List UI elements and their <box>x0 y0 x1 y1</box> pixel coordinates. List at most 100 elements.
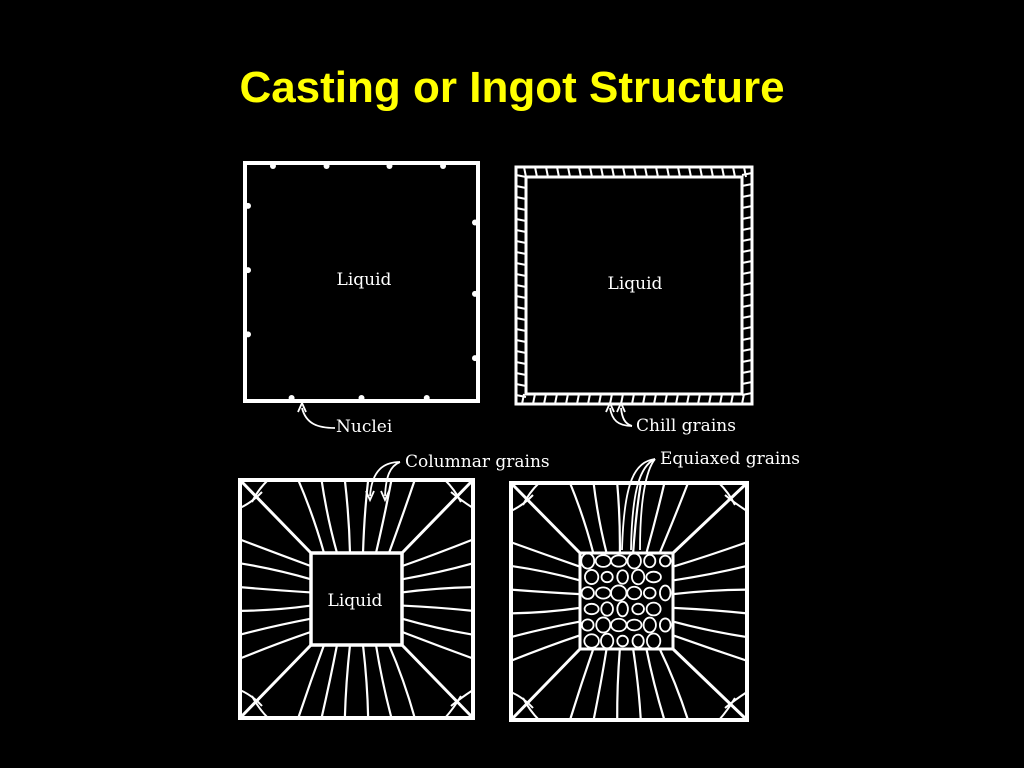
chill-grain-boundary <box>642 393 646 405</box>
chill-grain-boundary <box>741 392 753 396</box>
chill-grain-boundary <box>697 393 701 405</box>
corner-diagonal <box>671 481 749 555</box>
chill-grain-boundary <box>741 183 753 187</box>
chill-grain-boundary <box>622 166 626 178</box>
chill-grain-boundary <box>554 393 558 405</box>
equiaxed-grain <box>584 569 600 585</box>
equiaxed-grain <box>616 569 629 585</box>
chill-grains-label: Chill grains <box>636 416 736 436</box>
equiaxed-grain <box>658 554 672 568</box>
nucleus <box>472 219 478 226</box>
chill-grain-boundary <box>741 260 753 264</box>
chill-grain-boundary <box>664 393 668 405</box>
chill-grain-boundary <box>515 284 527 288</box>
equiaxed-grains-label: Equiaxed grains <box>660 449 800 469</box>
columnar-grain-boundary <box>645 482 666 554</box>
chill-grain-boundary <box>515 185 527 189</box>
equiaxed-callout-arrow-2 <box>630 458 656 551</box>
equiaxed-grain <box>616 600 629 618</box>
chill-grain-boundary <box>515 174 527 178</box>
chill-grain-boundary <box>686 393 690 405</box>
columnar-grain-boundary <box>616 648 621 721</box>
chill-grain-boundary <box>741 216 753 220</box>
chill-grain-boundary <box>688 166 692 178</box>
chill-grain-boundary <box>741 282 753 286</box>
chill-grain-boundary <box>578 166 582 178</box>
chill-grain-boundary <box>611 166 615 178</box>
chill-grain-boundary <box>515 262 527 266</box>
columnar-grain-boundary <box>239 617 312 636</box>
columnar-grain-boundary <box>510 541 581 568</box>
columnar-grain-boundary <box>239 630 312 660</box>
branch-boundary <box>239 689 263 707</box>
chill-grain-boundary <box>576 393 580 405</box>
chill-grain-boundary <box>545 166 549 178</box>
columnar-grain-boundary <box>632 482 642 554</box>
columnar-grain-boundary <box>672 620 748 639</box>
chill-grain-boundary <box>743 166 747 178</box>
chill-grain-boundary <box>515 361 527 365</box>
columnar-grain-boundary <box>510 588 581 596</box>
chill-grain-boundary <box>730 393 734 405</box>
branch-boundary <box>724 691 748 709</box>
equiaxed-grain <box>580 586 595 600</box>
chill-grain-boundary <box>631 393 635 405</box>
chill-grain-boundary <box>741 172 753 176</box>
equiaxed-grain <box>610 584 628 602</box>
chill-grain-boundary <box>719 393 723 405</box>
equiaxed-grain <box>610 554 628 568</box>
columnar-grain-boundary <box>374 644 393 719</box>
equiaxed-grain <box>642 616 657 634</box>
chill-grain-boundary <box>515 328 527 332</box>
nuclei-arrowhead <box>297 400 307 413</box>
nucleus <box>472 290 478 297</box>
nuclei-callout-arrow <box>301 407 336 429</box>
columnar-grain-boundary <box>658 482 690 554</box>
columnar-grain-boundary <box>239 604 312 612</box>
columnar-grain-boundary <box>297 479 326 554</box>
equiaxed-grain <box>595 586 612 600</box>
columnar-grain-boundary <box>510 564 581 582</box>
equiaxed-grain <box>631 602 645 616</box>
nucleus <box>245 331 251 338</box>
panel-chill: Liquid Chill grains <box>514 165 754 436</box>
chill-grain-boundary <box>666 166 670 178</box>
mold-outline <box>509 481 749 722</box>
branch-boundary <box>450 689 474 707</box>
chill-grain-boundary <box>741 249 753 253</box>
columnar-grain-boundary <box>658 648 690 721</box>
columnar-grain-boundary <box>510 606 581 615</box>
columnar-callout-arrow-1 <box>369 461 401 497</box>
columnar-grains-label: Columnar grains <box>405 452 550 472</box>
columnar-grain-boundary <box>387 644 416 719</box>
chill-grain-boundary <box>741 271 753 275</box>
chill-grain-boundary <box>633 166 637 178</box>
equiaxed-grain <box>600 601 614 617</box>
columnar-callout-arrow-2 <box>384 461 401 497</box>
liquid-label-3: Liquid <box>328 591 383 611</box>
equiaxed-grain <box>659 584 672 602</box>
chill-grain-boundary <box>598 393 602 405</box>
equiaxed-grain <box>616 634 629 648</box>
equiaxed-callout-arrow-1 <box>621 458 656 551</box>
chill-grain-boundary <box>699 166 703 178</box>
columnar-grain-boundary <box>401 604 474 612</box>
chill-grain-boundary <box>515 339 527 343</box>
chill-grain-boundary <box>741 227 753 231</box>
nucleus <box>423 395 430 401</box>
chill-grain-boundary <box>543 393 547 405</box>
equiaxed-grain <box>631 633 645 649</box>
chill-grain-boundary <box>741 359 753 363</box>
chill-grain-boundary <box>721 166 725 178</box>
chill-grain-boundary <box>515 394 527 398</box>
equiaxed-grain <box>583 602 600 616</box>
nuclei-dots <box>245 163 478 401</box>
equiaxed-grain <box>658 617 672 633</box>
columnar-grain-boundary <box>592 648 608 721</box>
chill-grain-boundary <box>675 393 679 405</box>
chill-grain-boundary <box>589 166 593 178</box>
equiaxed-grain <box>600 632 615 650</box>
mold-outline <box>238 478 475 720</box>
equiaxed-grain <box>610 617 628 633</box>
chill-grain-boundary <box>741 205 753 209</box>
